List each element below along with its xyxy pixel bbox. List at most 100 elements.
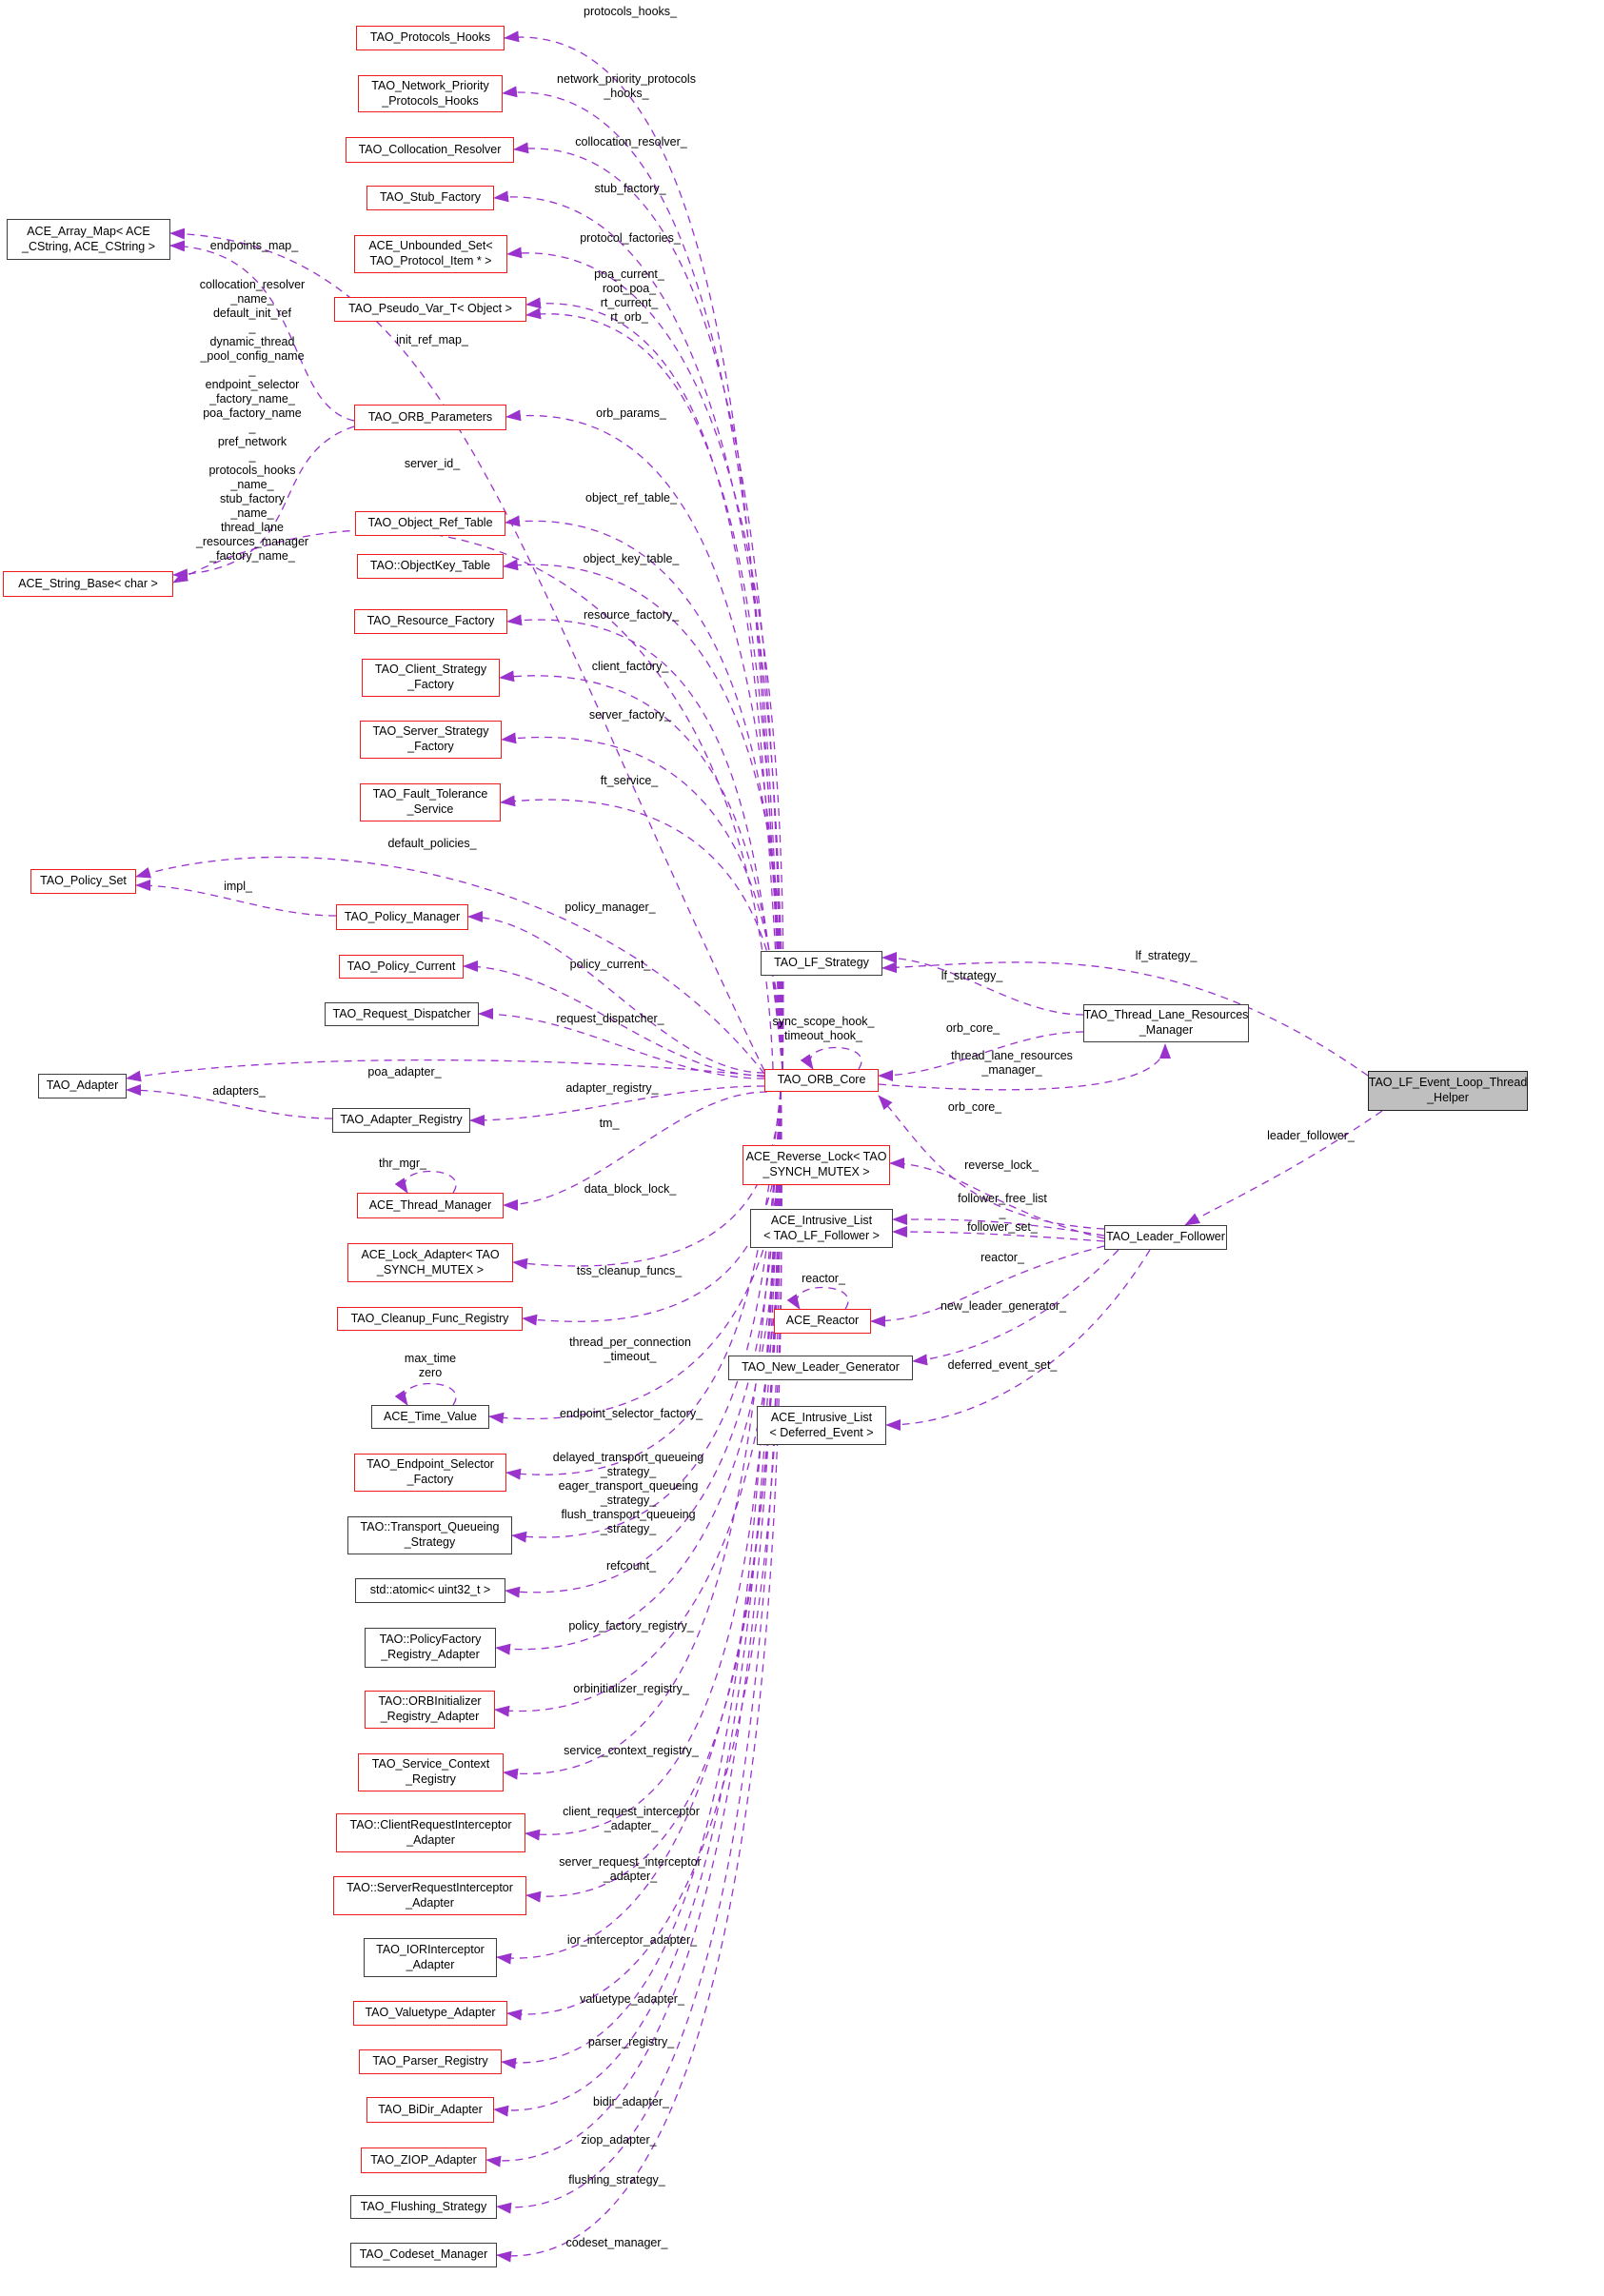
collaboration-edge (478, 1008, 765, 1079)
class-box-tao-resource-factory[interactable]: TAO_Resource_Factory (354, 609, 507, 634)
edge-label: orbinitializer_registry_ (573, 1682, 689, 1695)
collaboration-edge (394, 1382, 457, 1406)
class-box-label: TAO_Thread_Lane_Resources _Manager (1083, 1008, 1249, 1037)
class-box-tao-client-strategy-factory[interactable]: TAO_Client_Strategy _Factory (362, 659, 500, 697)
class-box-tao-iorinterceptor-adapter[interactable]: TAO_IORInterceptor _Adapter (364, 1938, 497, 1977)
class-box-label: ACE_Unbounded_Set< TAO_Protocol_Item * > (368, 239, 493, 267)
class-box-label: TAO_ZIOP_Adapter (370, 2152, 477, 2167)
class-box-tao-orbinitializer-registry-adapter[interactable]: TAO::ORBInitializer _Registry_Adapter (365, 1691, 495, 1729)
collaboration-edge (522, 1091, 782, 1326)
class-box-ace-reverse-lock[interactable]: ACE_Reverse_Lock< TAO _SYNCH_MUTEX > (743, 1145, 890, 1185)
collaboration-edge (503, 559, 784, 1070)
class-box-std-atomic[interactable]: std::atomic< uint32_t > (355, 1578, 505, 1603)
class-box-tao-lf-strategy[interactable]: TAO_LF_Strategy (761, 951, 882, 976)
edge-label: valuetype_adapter_ (580, 1992, 684, 2006)
class-box-tao-clientrequestinterceptor-adapter[interactable]: TAO::ClientRequestInterceptor _Adapter (336, 1813, 525, 1852)
class-box-tao-policy-set[interactable]: TAO_Policy_Set (30, 869, 136, 894)
class-box-label: TAO_LF_Strategy (774, 956, 869, 970)
collaboration-edge (467, 911, 765, 1074)
class-box-tao-ziop-adapter[interactable]: TAO_ZIOP_Adapter (361, 2148, 486, 2173)
class-box-ace-reactor[interactable]: ACE_Reactor (774, 1309, 871, 1334)
collaboration-edge (496, 1091, 782, 1965)
edge-label: service_context_registry_ (564, 1744, 699, 1757)
class-box-tao-orb-core[interactable]: TAO_ORB_Core (764, 1069, 879, 1092)
collaboration-edge (496, 1091, 782, 2263)
collaboration-edge (135, 880, 337, 917)
class-box-tao-serverrequestinterceptor-adapter[interactable]: TAO::ServerRequestInterceptor _Adapter (333, 1876, 526, 1915)
class-box-label: ACE_Reactor (785, 1314, 860, 1328)
class-box-tao-transport-queueing-strategy[interactable]: TAO::Transport_Queueing _Strategy (347, 1516, 512, 1554)
class-box-label: ACE_Intrusive_List < TAO_LF_Follower > (763, 1213, 880, 1242)
edge-label: codeset_manager_ (565, 2236, 668, 2249)
class-box-label: ACE_Reverse_Lock< TAO _SYNCH_MUTEX > (745, 1150, 887, 1178)
class-box-tao-thread-lane-resources-manager[interactable]: TAO_Thread_Lane_Resources _Manager (1083, 1004, 1249, 1042)
class-box-tao-endpoint-selector-factory[interactable]: TAO_Endpoint_Selector _Factory (354, 1454, 506, 1492)
collaboration-edge (503, 1091, 768, 1211)
class-box-label: TAO_Protocols_Hooks (369, 30, 491, 45)
class-box-label: TAO::ORBInitializer _Registry_Adapter (378, 1694, 482, 1723)
class-box-label: TAO_BiDir_Adapter (378, 2102, 483, 2116)
class-box-tao-codeset-manager[interactable]: TAO_Codeset_Manager (350, 2243, 497, 2267)
class-box-tao-policy-current[interactable]: TAO_Policy_Current (339, 955, 464, 979)
class-box-ace-time-value[interactable]: ACE_Time_Value (371, 1405, 489, 1429)
collaboration-edge (892, 1226, 1105, 1242)
class-box-tao-service-context-registry[interactable]: TAO_Service_Context _Registry (358, 1753, 504, 1791)
collaboration-edge (885, 1249, 1151, 1431)
edge-label: orb_core_ (945, 1021, 1000, 1035)
class-box-tao-valuetype-adapter[interactable]: TAO_Valuetype_Adapter (353, 2001, 507, 2026)
class-box-label: TAO_Object_Ref_Table (367, 516, 493, 530)
class-box-tao-network-priority-protocols-hooks[interactable]: TAO_Network_Priority _Protocols_Hooks (358, 75, 503, 112)
edge-label: poa_current_ root_poa_ rt_current_ rt_or… (594, 267, 664, 324)
class-box-tao-object-ref-table[interactable]: TAO_Object_Ref_Table (355, 511, 505, 536)
class-box-ace-intrusive-list-lf-follower[interactable]: ACE_Intrusive_List < TAO_LF_Follower > (750, 1209, 893, 1248)
class-box-tao-collocation-resolver[interactable]: TAO_Collocation_Resolver (346, 137, 514, 163)
class-box-ace-unbounded-set[interactable]: ACE_Unbounded_Set< TAO_Protocol_Item * > (354, 235, 507, 273)
class-box-tao-server-strategy-factory[interactable]: TAO_Server_Strategy _Factory (360, 721, 502, 759)
class-box-ace-lock-adapter[interactable]: ACE_Lock_Adapter< TAO _SYNCH_MUTEX > (347, 1243, 513, 1282)
class-box-tao-orb-parameters[interactable]: TAO_ORB_Parameters (354, 405, 506, 430)
class-box-tao-bidir-adapter[interactable]: TAO_BiDir_Adapter (366, 2097, 494, 2123)
class-box-tao-adapter-registry[interactable]: TAO_Adapter_Registry (332, 1108, 470, 1133)
edge-label: server_id_ (404, 457, 461, 470)
class-box-tao-lf-event-loop-thread-helper[interactable]: TAO_LF_Event_Loop_Thread _Helper (1368, 1071, 1528, 1111)
class-box-tao-stub-factory[interactable]: TAO_Stub_Factory (366, 186, 494, 210)
class-box-ace-thread-manager[interactable]: ACE_Thread_Manager (357, 1193, 504, 1218)
class-box-label: TAO::PolicyFactory _Registry_Adapter (379, 1633, 482, 1661)
collaboration-edge (503, 1091, 782, 1780)
collaboration-edge (870, 1245, 1105, 1327)
class-box-tao-cleanup-func-registry[interactable]: TAO_Cleanup_Func_Registry (337, 1307, 523, 1331)
class-box-tao-objectkey-table[interactable]: TAO::ObjectKey_Table (357, 554, 504, 579)
class-box-label: TAO::ObjectKey_Table (369, 559, 491, 573)
class-box-label: TAO_Adapter (46, 1079, 119, 1093)
class-box-tao-fault-tolerance-service[interactable]: TAO_Fault_Tolerance _Service (360, 783, 501, 821)
class-box-tao-policyfactory-registry-adapter[interactable]: TAO::PolicyFactory _Registry_Adapter (365, 1628, 496, 1668)
edge-label: object_key_table_ (583, 552, 680, 565)
class-box-tao-flushing-strategy[interactable]: TAO_Flushing_Strategy (350, 2195, 497, 2219)
collaboration-edge (172, 529, 774, 1070)
collaboration-edge (501, 732, 783, 1070)
class-box-label: TAO_Resource_Factory (366, 614, 495, 628)
collaboration-edge (493, 190, 783, 1070)
class-box-ace-array-map[interactable]: ACE_Array_Map< ACE _CString, ACE_CString… (7, 219, 170, 260)
class-box-tao-adapter[interactable]: TAO_Adapter (38, 1074, 127, 1099)
class-box-tao-leader-follower[interactable]: TAO_Leader_Follower (1104, 1225, 1227, 1250)
class-box-tao-protocols-hooks[interactable]: TAO_Protocols_Hooks (356, 26, 505, 50)
collaboration-edge (892, 1213, 1105, 1237)
class-box-tao-request-dispatcher[interactable]: TAO_Request_Dispatcher (325, 1002, 479, 1026)
edge-label: data_block_lock_ (584, 1182, 677, 1196)
class-box-ace-string-base[interactable]: ACE_String_Base< char > (3, 571, 173, 597)
class-box-label: TAO::Transport_Queueing _Strategy (360, 1520, 500, 1549)
class-box-tao-pseudo-var-t[interactable]: TAO_Pseudo_Var_T< Object > (334, 297, 526, 322)
class-box-label: TAO_Stub_Factory (379, 190, 482, 205)
class-box-label: TAO_ORB_Parameters (367, 409, 493, 424)
edge-label: delayed_transport_queueing _strategy_ ea… (552, 1451, 704, 1535)
edge-label: collocation_resolver_ (575, 135, 687, 148)
class-box-tao-parser-registry[interactable]: TAO_Parser_Registry (359, 2049, 502, 2074)
class-box-ace-intrusive-list-deferred-event[interactable]: ACE_Intrusive_List < Deferred_Event > (757, 1406, 886, 1445)
class-box-tao-policy-manager[interactable]: TAO_Policy_Manager (336, 904, 468, 930)
edge-label: endpoints_map_ (209, 239, 299, 252)
class-box-tao-new-leader-generator[interactable]: TAO_New_Leader_Generator (728, 1356, 913, 1380)
edge-label: request_dispatcher_ (556, 1012, 664, 1025)
